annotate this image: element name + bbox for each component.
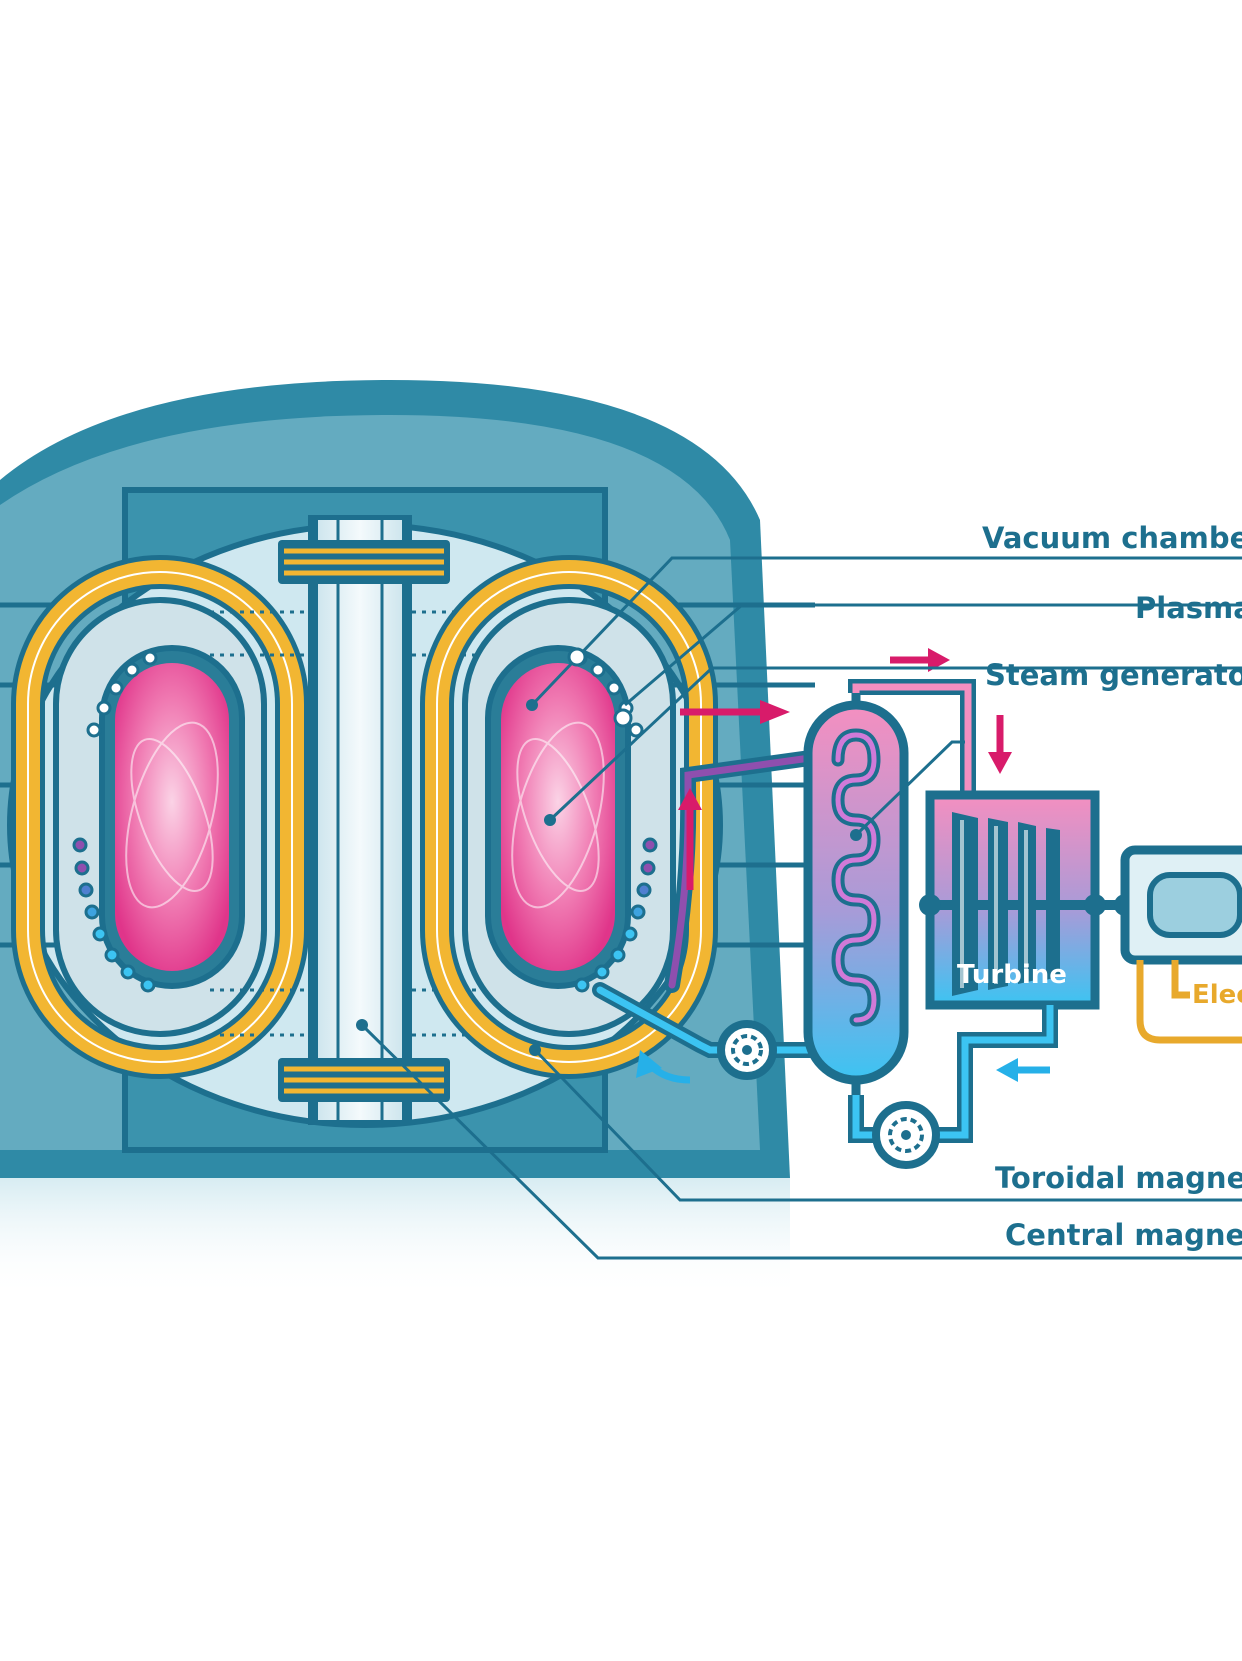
left-torus [11,555,309,1079]
generator-icon [1120,845,1242,965]
electricity-line-2 [1136,960,1242,1044]
pump-icon [717,1020,777,1080]
ground-shadow [0,1178,790,1298]
blanket-ring-right [572,650,658,993]
steam-pipe [848,679,976,795]
electricity-label: Elec [1192,980,1242,1010]
steam-generator [803,690,909,1095]
condensate-pipe [848,1005,1058,1143]
label-steam-generator: Steam generator [985,658,1242,692]
label-plasma: Plasma [1135,591,1242,625]
leader-lines [360,556,1242,1260]
turbine-label: Turbine [957,960,1067,990]
label-central-magnet: Central magnet [1005,1218,1242,1252]
blanket-ring-left [72,650,158,993]
label-toroidal-magnet: Toroidal magnet [995,1161,1242,1195]
label-vacuum-chamber: Vacuum chamber [982,521,1242,555]
right-torus [420,555,718,1079]
leader-dots [356,699,862,1056]
pump-icon [872,1101,940,1169]
